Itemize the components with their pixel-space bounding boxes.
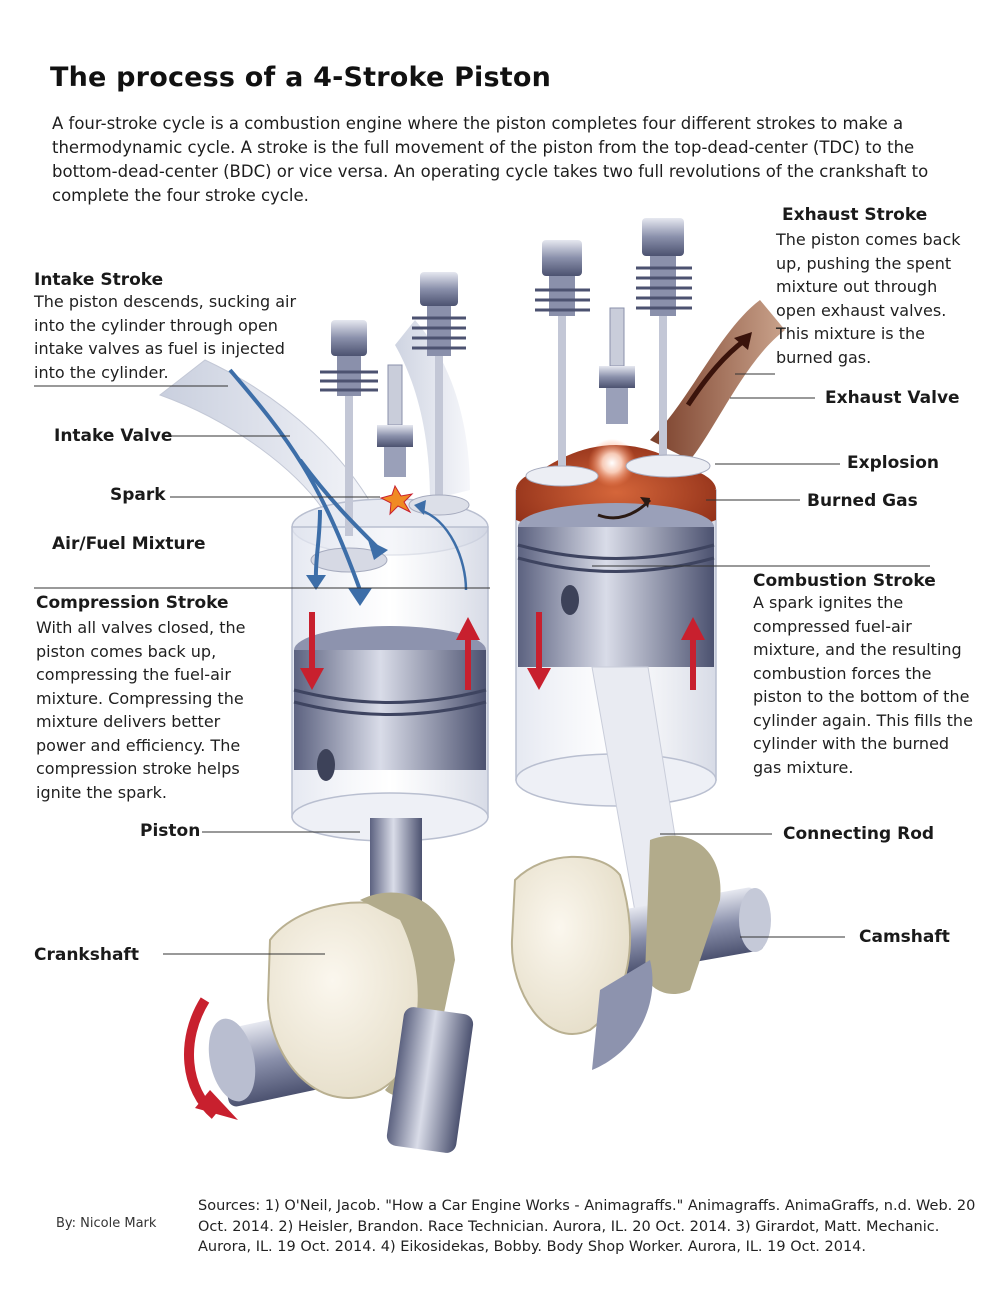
exhaust-stroke-text: The piston comes back up, pushing the sp… xyxy=(776,230,961,367)
airflow-arrows xyxy=(228,368,468,591)
intake-stroke-block: Intake Stroke The piston descends, sucki… xyxy=(34,270,304,384)
burned-gas-label: Burned Gas xyxy=(807,491,918,511)
crankshaft xyxy=(208,835,771,1153)
explosion-label: Explosion xyxy=(847,453,939,473)
stroke-arrows xyxy=(300,612,705,690)
connecting-rod-label: Connecting Rod xyxy=(783,824,935,844)
intake-stroke-heading: Intake Stroke xyxy=(34,270,164,290)
byline: By: Nicole Mark xyxy=(56,1216,157,1231)
exhaust-stroke-block: Exhaust Stroke The piston comes back up,… xyxy=(776,205,976,369)
page-title: The process of a 4-Stroke Piston xyxy=(50,62,552,93)
piston-label: Piston xyxy=(140,821,201,841)
compression-stroke-block: Compression Stroke With all valves close… xyxy=(36,593,261,804)
intro-paragraph: A four-stroke cycle is a combustion engi… xyxy=(52,114,929,205)
spark-plugs xyxy=(377,307,635,516)
combustion-stroke-heading: Combustion Stroke xyxy=(753,571,936,591)
air-fuel-label: Air/Fuel Mixture xyxy=(52,534,206,554)
valves xyxy=(310,218,711,573)
exhaust-port xyxy=(650,300,785,460)
compression-stroke-heading: Compression Stroke xyxy=(36,593,229,613)
spark-label: Spark xyxy=(110,485,166,505)
intake-valve-label: Intake Valve xyxy=(54,426,173,446)
combustion-stroke-block: Combustion Stroke A spark ignites the co… xyxy=(753,571,978,779)
combustion-stroke-text: A spark ignites the compressed fuel-air … xyxy=(753,593,973,777)
sources: Sources: 1) O'Neil, Jacob. "How a Car En… xyxy=(198,1198,976,1255)
exhaust-valve-label: Exhaust Valve xyxy=(825,388,960,408)
leader-lines xyxy=(34,373,930,955)
intake-stroke-text: The piston descends, sucking air into th… xyxy=(34,292,297,382)
exhaust-stroke-heading: Exhaust Stroke xyxy=(782,205,928,225)
camshaft-label: Camshaft xyxy=(859,927,950,947)
compression-stroke-text: With all valves closed, the piston comes… xyxy=(36,618,246,802)
crankshaft-label: Crankshaft xyxy=(34,945,139,965)
